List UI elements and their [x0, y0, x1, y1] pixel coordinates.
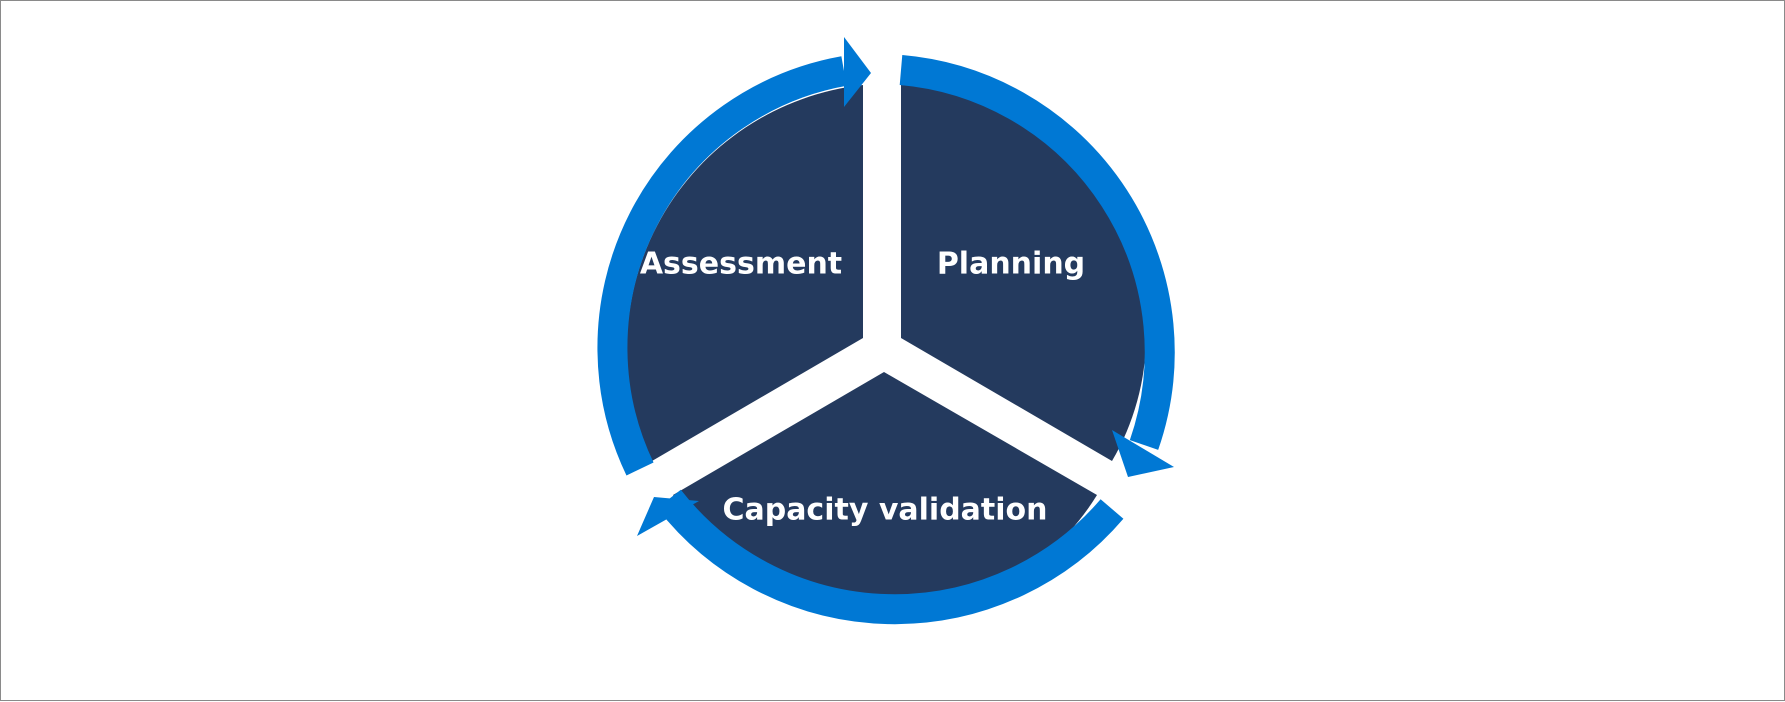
segment-capacity-validation — [673, 372, 1097, 614]
segment-label-planning: Planning — [937, 247, 1085, 282]
arrow-arc-assessment — [597, 56, 847, 476]
arrow-arc-planning — [899, 55, 1175, 450]
segment-label-capacity-validation: Capacity validation — [722, 493, 1047, 528]
segment-assessment — [626, 85, 863, 461]
arrow-arc-capacity-validation — [657, 489, 1124, 625]
segment-label-assessment: Assessment — [640, 247, 842, 282]
arrow-head-left-icon — [637, 497, 699, 536]
arrow-head-top-icon — [844, 37, 871, 107]
arrow-head-right-icon — [1112, 430, 1174, 477]
